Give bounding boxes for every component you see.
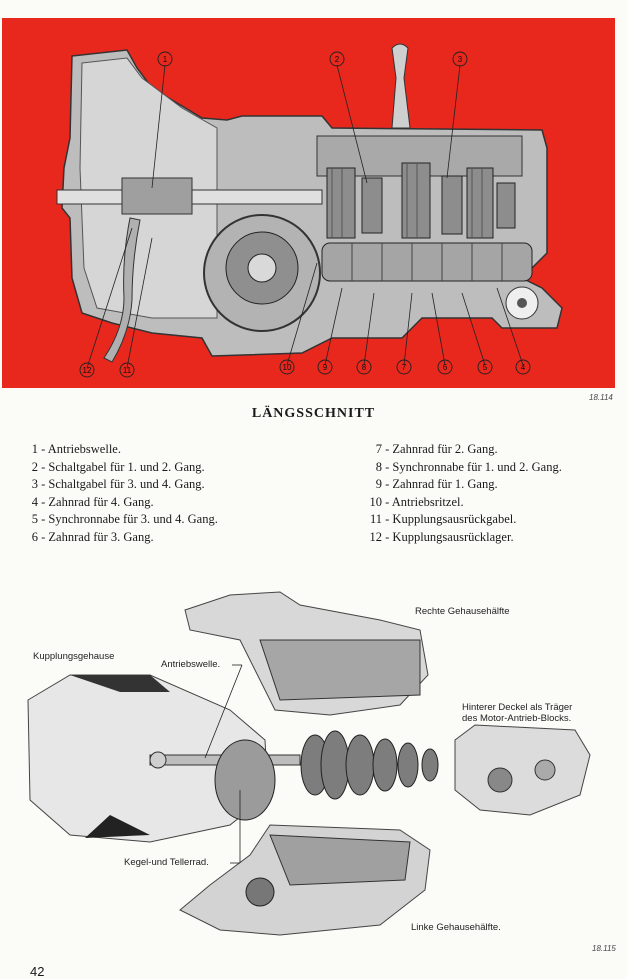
callout-8 bbox=[356, 359, 372, 375]
page-number: 42 bbox=[30, 964, 45, 979]
legend-text: Zahnrad für 4. Gang. bbox=[48, 494, 154, 509]
legend-item: 9 - Zahnrad für 1. Gang. bbox=[366, 476, 562, 494]
legend-text: Zahnrad für 2. Gang. bbox=[392, 442, 498, 456]
legend-text: Kupplungsausrückgabel. bbox=[392, 512, 517, 527]
callout-4 bbox=[515, 359, 531, 375]
callout-number: 7 bbox=[402, 363, 407, 372]
callout-10 bbox=[279, 359, 295, 375]
callout-1 bbox=[157, 51, 173, 67]
legend-number: 9 bbox=[375, 477, 382, 492]
callout-number: 12 bbox=[83, 366, 92, 375]
callout-number: 5 bbox=[483, 363, 488, 372]
exploded-gearbox-figure bbox=[0, 580, 627, 950]
legend-number: 11 bbox=[369, 512, 382, 527]
legend-number: 1 bbox=[31, 442, 38, 456]
legend-left: 1 - Antriebswelle. 2 - Schaltgabel für 1… bbox=[22, 441, 218, 547]
legend-number: 5 bbox=[31, 512, 38, 527]
legend-text: Kupplungsausrücklager. bbox=[392, 529, 514, 544]
label-left-housing-half: Linke Gehausehälfte. bbox=[411, 922, 501, 933]
legend-text: Schaltgabel für 3. und 4. Gang. bbox=[48, 477, 205, 492]
legend-text: Zahnrad für 1. Gang. bbox=[392, 477, 498, 492]
legend-number: 8 bbox=[375, 459, 382, 474]
legend-text: Schaltgabel für 1. und 2. Gang. bbox=[48, 459, 205, 474]
callout-3 bbox=[452, 51, 468, 67]
legend-item: 5 - Synchronnabe für 3. und 4. Gang. bbox=[22, 511, 218, 529]
callout-number: 11 bbox=[123, 366, 132, 375]
callout-12 bbox=[79, 362, 95, 378]
label-right-housing-half: Rechte Gehausehälfte bbox=[415, 606, 510, 617]
legend-item: 8 - Synchronnabe für 1. und 2. Gang. bbox=[366, 459, 562, 477]
figure-number-top: 18.114 bbox=[589, 393, 613, 402]
callout-number: 10 bbox=[283, 363, 292, 372]
callout-number: 6 bbox=[443, 363, 448, 372]
legend-item: 10 - Antriebsritzel. bbox=[366, 494, 562, 512]
legend-item: 2 - Schaltgabel für 1. und 2. Gang. bbox=[22, 459, 218, 477]
label-rear-cover-line2: des Motor-Antrieb-Blocks. bbox=[462, 713, 572, 724]
legend-number: 6 bbox=[31, 529, 38, 544]
callout-11 bbox=[119, 362, 135, 378]
legend-text: Synchronnabe für 1. und 2. Gang. bbox=[392, 459, 562, 474]
callout-5 bbox=[477, 359, 493, 375]
callout-number: 3 bbox=[458, 55, 463, 64]
legend-item: 3 - Schaltgabel für 3. und 4. Gang. bbox=[22, 476, 218, 494]
label-drive-shaft: Antriebswelle. bbox=[161, 659, 221, 670]
callout-6 bbox=[437, 359, 453, 375]
legend-item: 1 - Antriebswelle. bbox=[22, 441, 218, 459]
legend-number: 2 bbox=[31, 459, 38, 474]
legend-number: 10 bbox=[369, 494, 383, 509]
legend-text: Antriebswelle. bbox=[47, 442, 121, 456]
callout-7 bbox=[396, 359, 412, 375]
legend-text: Synchronnabe für 3. und 4. Gang. bbox=[48, 512, 218, 527]
legend-number: 3 bbox=[31, 477, 38, 492]
legend-item: 4 - Zahnrad für 4. Gang. bbox=[22, 494, 218, 512]
legend-number: 7 bbox=[375, 442, 382, 456]
callout-9 bbox=[317, 359, 333, 375]
legend-text: Antriebsritzel. bbox=[391, 494, 464, 509]
legend-number: 12 bbox=[369, 529, 383, 544]
section-title: LÄNGSSCHNITT bbox=[251, 406, 376, 421]
callout-number: 4 bbox=[521, 363, 526, 372]
label-bevel-gear: Kegel-und Tellerrad. bbox=[124, 857, 209, 868]
callout-number: 8 bbox=[362, 363, 367, 372]
exploded-gearbox-drawing bbox=[27, 591, 591, 936]
legend-item: 12 - Kupplungsausrücklager. bbox=[366, 529, 562, 547]
legend-item: 7 - Zahnrad für 2. Gang. bbox=[366, 441, 562, 459]
callout-number: 9 bbox=[323, 363, 328, 372]
callout-2 bbox=[329, 51, 345, 67]
figure-number-bottom: 18.115 bbox=[592, 944, 616, 953]
callout-number: 1 bbox=[163, 55, 168, 64]
label-clutch-housing: Kupplungsgehause bbox=[33, 651, 115, 662]
legend-right: 7 - Zahnrad für 2. Gang. 8 - Synchronnab… bbox=[366, 441, 562, 547]
legend-text: Zahnrad für 3. Gang. bbox=[48, 529, 154, 544]
legend-item: 11 - Kupplungsausrückgabel. bbox=[366, 511, 562, 529]
label-rear-cover-line1: Hinterer Deckel als Träger bbox=[462, 702, 573, 713]
callout-number: 2 bbox=[335, 55, 340, 64]
legend-item: 6 - Zahnrad für 3. Gang. bbox=[22, 529, 218, 547]
legend-number: 4 bbox=[31, 494, 38, 509]
